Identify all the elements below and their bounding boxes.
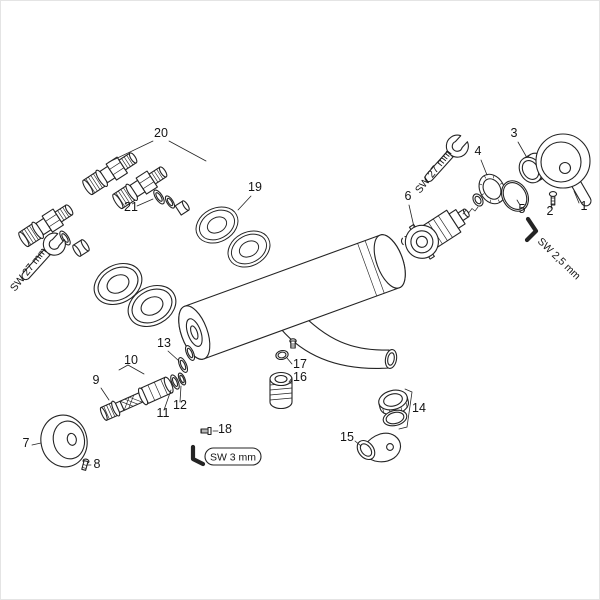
part-label-21: 21 xyxy=(124,200,138,214)
part-label-7: 7 xyxy=(23,436,30,450)
part-label-20: 20 xyxy=(154,126,168,140)
part-label-17: 17 xyxy=(293,357,307,371)
sleeve-left xyxy=(72,239,90,257)
sw25-label: SW 2,5 mm xyxy=(535,236,583,283)
spring-icon xyxy=(462,206,479,215)
screw-8 xyxy=(81,458,90,471)
handle-cap-7 xyxy=(40,414,88,468)
cartridge-9 xyxy=(99,376,174,421)
spout xyxy=(280,308,398,369)
part-label-11: 11 xyxy=(157,406,170,420)
outlet-elbow-15 xyxy=(356,432,402,463)
o-ring-11 xyxy=(170,374,180,390)
toothed-ring-4 xyxy=(478,173,506,205)
mixer-body xyxy=(178,234,406,360)
allen-key-25-icon xyxy=(524,216,539,243)
part-label-4: 4 xyxy=(475,144,482,158)
part-label-9: 9 xyxy=(93,373,100,387)
leader-lines xyxy=(31,140,580,466)
sw27-right-label: SW 27 mm xyxy=(413,147,455,196)
screw-2 xyxy=(548,191,558,206)
part-label-15: 15 xyxy=(340,430,354,444)
thermostat-cartridge-6 xyxy=(404,208,470,260)
part-label-3: 3 xyxy=(511,126,518,140)
part-label-12: 12 xyxy=(173,398,187,412)
sw27-left-label: SW 27 mm xyxy=(8,245,50,294)
outlet-washer-14 xyxy=(382,409,408,427)
o-ring-17 xyxy=(275,349,289,361)
part-label-8: 8 xyxy=(94,457,101,471)
part-label-14: 14 xyxy=(412,401,426,415)
screw-18 xyxy=(200,426,212,436)
part-label-16: 16 xyxy=(293,370,307,384)
outlet-bushing-16 xyxy=(269,371,293,410)
allen-key-3-icon xyxy=(190,444,206,467)
part-label-19: 19 xyxy=(248,180,262,194)
sw3-label: SW 3 mm xyxy=(210,452,256,464)
o-ring-5 xyxy=(500,180,530,212)
seal-set-21 xyxy=(151,187,190,216)
part-label-10: 10 xyxy=(124,353,138,367)
o-ring-12 xyxy=(177,372,187,386)
part-labels: 1 2 3 4 5 6 7 8 9 10 11 12 13 14 15 16 1… xyxy=(23,126,588,471)
retainer-ring xyxy=(472,193,484,207)
part-label-6: 6 xyxy=(405,189,412,203)
small-screw-icon xyxy=(289,338,297,349)
handle-1 xyxy=(535,133,592,207)
part-label-5: 5 xyxy=(519,202,526,216)
part-label-18: 18 xyxy=(218,422,232,436)
part-label-2: 2 xyxy=(547,204,554,218)
sw3-badge: SW 3 mm xyxy=(204,447,262,466)
part-label-13: 13 xyxy=(157,336,171,350)
part-label-1: 1 xyxy=(581,199,588,213)
